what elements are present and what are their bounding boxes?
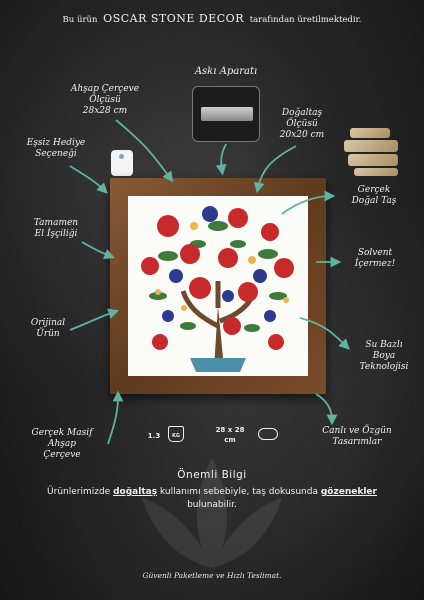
gift-label: Eşsiz Hediye Seçeneği (26, 138, 86, 159)
maker-banner: Bu ürün OSCAR STONE DECOR tarafından üre… (0, 12, 424, 25)
vivid-design-label: Canlı ve Özgün Tasarımlar (322, 426, 392, 447)
tape-measure-icon (258, 428, 278, 440)
stone-size-label: Doğaltaş Ölçüsü 20x20 cm (279, 108, 325, 140)
handmade-label: Tamamen El İşçiliği (33, 218, 79, 239)
weight-value: 1.3 (147, 432, 161, 440)
original-label: Orijinal Ürün (30, 318, 66, 339)
spec-row: 1.3 KG 28 x 28 cm (0, 426, 424, 446)
real-stone-label: Gerçek Doğal Taş (351, 185, 397, 206)
pomegranate-tree-tile (128, 196, 308, 376)
wooden-frame (110, 178, 326, 394)
pomegranate-tree-art (141, 206, 294, 372)
natural-stone-photo (344, 128, 404, 178)
solvent-free-label: Solvent İçermez! (354, 248, 396, 269)
banner-suffix: tarafından üretilmektedir. (249, 15, 362, 25)
lotus-watermark (142, 458, 282, 568)
important-info-heading: Önemli Bilgi (177, 469, 247, 481)
hanger-label: Askı Aparatı (194, 66, 258, 77)
hanger-photo (192, 86, 260, 142)
solid-wood-label: Gerçek Masif Ahşap Çerçeve (31, 428, 93, 460)
important-info-text: Ürünlerimizde doğaltaş kullanımı sebebiy… (47, 487, 377, 510)
weight-unit: KG (172, 433, 180, 439)
gift-tag-icon (111, 150, 133, 176)
size-value: 28 x 28 (215, 426, 245, 434)
frame-size-label: Ahşap Çerçeve Ölçüsü 28x28 cm (70, 84, 140, 116)
water-based-label: Su Bazlı Boya Teknolojisi (359, 340, 409, 372)
brand-name: OSCAR STONE DECOR (103, 12, 244, 25)
weight-icon (168, 426, 184, 442)
hanger-bracket (201, 107, 253, 121)
shipping-note: Güvenli Paketleme ve Hızlı Teslimat. (142, 571, 282, 580)
size-unit: cm (224, 436, 236, 444)
banner-prefix: Bu ürün (62, 15, 98, 25)
